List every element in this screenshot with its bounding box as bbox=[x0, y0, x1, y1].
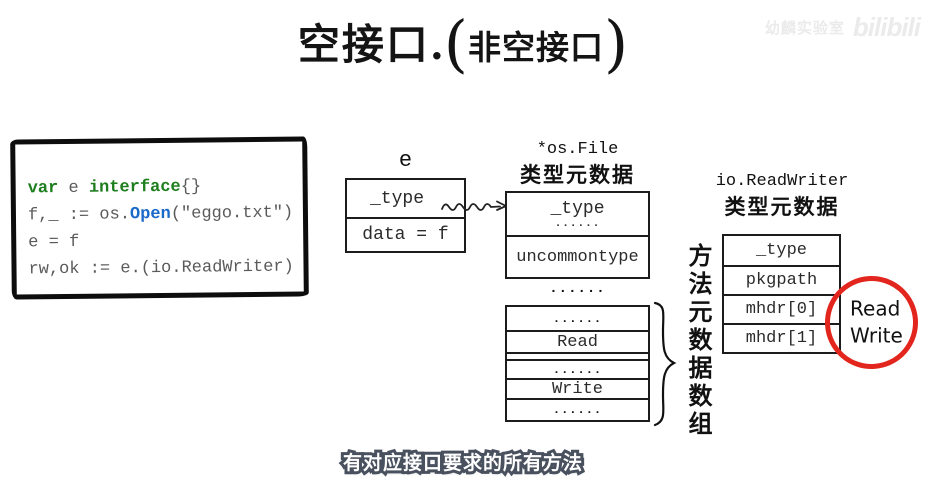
readwriter-metadata-table: _type pkgpath mhdr[0] mhdr[1] bbox=[722, 234, 841, 354]
ellipsis-between-tables: ...... bbox=[549, 281, 606, 297]
readwriter-metadata-label: 类型元数据 bbox=[724, 194, 840, 219]
title-paren-open: ( bbox=[443, 7, 468, 80]
readwriter-header: io.ReadWriter 类型元数据 bbox=[712, 170, 852, 220]
table-row-uncommontype: uncommontype bbox=[507, 235, 648, 277]
bilibili-logo: bilibili bbox=[852, 12, 921, 42]
function-open: Open bbox=[129, 204, 171, 225]
table-row-dots: ...... bbox=[552, 311, 603, 326]
table-row-data: data = f bbox=[347, 217, 464, 251]
osfile-metadata-table: _type ...... uncommontype bbox=[505, 191, 650, 279]
table-row-dots: ...... bbox=[507, 359, 648, 378]
code-text: {} bbox=[180, 177, 202, 197]
cell-type: _type bbox=[550, 199, 605, 219]
watermark: 幼麟实验室 bilibili bbox=[764, 12, 921, 43]
watermark-channel-name: 幼麟实验室 bbox=[764, 20, 845, 37]
table-row-mhdr0: mhdr[0] bbox=[724, 294, 839, 323]
title-main: 空接口 bbox=[297, 20, 430, 69]
table-row-read: Read bbox=[507, 330, 648, 352]
code-line-3: e = f bbox=[28, 232, 80, 253]
e-variable-table: _type data = f bbox=[345, 178, 466, 253]
code-text: f,_ := os. bbox=[27, 205, 131, 226]
table-row-type: _type bbox=[755, 241, 807, 260]
table-row-type: _type bbox=[370, 188, 425, 209]
method-metadata-array-label: 方法元数据数组 bbox=[684, 243, 713, 439]
code-text: ("eggo.txt") bbox=[170, 203, 294, 224]
title-dot: . bbox=[429, 22, 444, 69]
title-inner: 非空接口 bbox=[467, 28, 604, 67]
osfile-type-name: *os.File bbox=[536, 140, 619, 159]
circle-write-label: Write bbox=[850, 323, 903, 348]
code-line-2: f,_ := os.Open("eggo.txt") bbox=[28, 199, 303, 229]
code-box: var e interface{} f,_ := os.Open("eggo.t… bbox=[10, 136, 309, 300]
title-paren-close: ) bbox=[603, 7, 629, 80]
table-row-pkgpath: pkgpath bbox=[724, 265, 839, 294]
table-row-mhdr1: mhdr[1] bbox=[724, 323, 839, 352]
e-variable-label: e bbox=[398, 148, 413, 173]
table-row-write: Write bbox=[507, 378, 648, 399]
table-row-dots: ...... bbox=[507, 398, 648, 420]
squiggly-arrow-icon bbox=[441, 200, 507, 211]
osfile-metadata-label: 类型元数据 bbox=[520, 162, 635, 187]
subtitle-text: 有对应接口要求的所有方法 bbox=[342, 452, 583, 474]
code-line-4: rw,ok := e.(io.ReadWriter) bbox=[28, 257, 294, 280]
table-row-type: _type ...... bbox=[507, 193, 648, 235]
code-text: e bbox=[58, 178, 90, 199]
osfile-header: *os.File 类型元数据 bbox=[495, 138, 660, 188]
ellipsis-dots: ...... bbox=[554, 218, 601, 230]
circle-read-label: Read bbox=[850, 296, 901, 321]
table-row-empty bbox=[507, 352, 648, 359]
keyword-var: var bbox=[27, 179, 59, 199]
method-metadata-table: ...... Read ...... Write ...... bbox=[505, 305, 650, 422]
code-line-1: var e interface{} bbox=[28, 172, 303, 202]
readwriter-type-name: io.ReadWriter bbox=[715, 172, 849, 191]
highlight-circle-text: Read Write bbox=[850, 296, 903, 350]
subtitle-outline: 有对应接口要求的所有方法 bbox=[340, 449, 585, 477]
video-subtitle: 有对应接口要求的所有方法 有对应接口要求的所有方法 bbox=[0, 449, 926, 477]
page-title: 空接口.(非空接口) bbox=[0, 8, 926, 90]
curly-brace-icon bbox=[653, 301, 677, 427]
keyword-interface: interface bbox=[88, 177, 181, 198]
